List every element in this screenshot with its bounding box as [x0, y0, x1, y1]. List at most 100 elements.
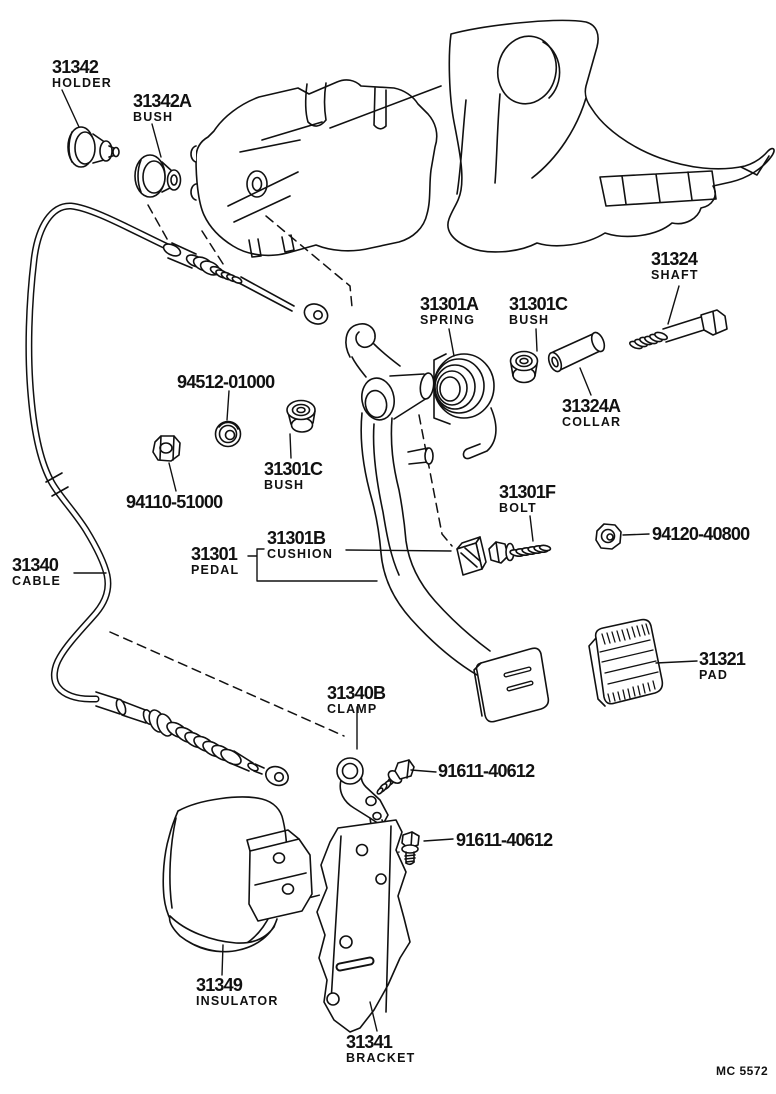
- part-number: 31321: [699, 649, 746, 669]
- part-name: CUSHION: [267, 547, 334, 561]
- label-94120: 94120-40800: [652, 524, 750, 544]
- figure-code: MC 5572: [716, 1064, 769, 1078]
- leader-line: [168, 462, 177, 492]
- label-31349: 31349 INSULATOR: [196, 976, 279, 1008]
- leader-line: [247, 548, 378, 582]
- part-name: CLAMP: [327, 702, 378, 716]
- part-name: BOLT: [499, 501, 537, 515]
- label-31340: 31340 CABLE: [12, 556, 61, 588]
- label-31324: 31324 SHAFT: [651, 250, 699, 282]
- clamp-31340b-drawing: [336, 757, 389, 832]
- label-91611-upper: 91611-40612: [438, 761, 535, 781]
- leader-line: [151, 123, 162, 158]
- leader-line: [226, 390, 230, 421]
- label-31301a: 31301A SPRING: [420, 294, 479, 327]
- firewall-assembly-drawing: [190, 19, 775, 258]
- leader-line: [535, 328, 538, 352]
- leader-line: [289, 433, 292, 459]
- cable-adjuster: [162, 242, 329, 325]
- part-name: BUSH: [264, 478, 305, 492]
- label-31341: 31341 BRACKET: [346, 1033, 416, 1065]
- part-number: 31324: [651, 249, 698, 269]
- part-name: BUSH: [133, 110, 174, 124]
- label-31324a: 31324A COLLAR: [562, 397, 621, 429]
- part-name: BUSH: [509, 313, 550, 327]
- label-31321: 31321 PAD: [699, 649, 746, 682]
- bracket-31341-drawing: [316, 819, 411, 1033]
- part-name: PEDAL: [191, 563, 240, 577]
- bolt-91611-lower-drawing: [401, 831, 420, 866]
- part-name: BRACKET: [346, 1051, 416, 1065]
- part-number: 31301C: [264, 459, 323, 479]
- dashed-line: [201, 230, 226, 268]
- label-31301f: 31301F BOLT: [499, 482, 556, 515]
- part-number: 31340B: [327, 683, 386, 703]
- leader-line: [61, 89, 80, 128]
- shaft-31324-drawing: [629, 309, 728, 350]
- part-number: 31301A: [420, 294, 479, 314]
- leader-line: [579, 367, 592, 396]
- part-number: 31301F: [499, 482, 556, 502]
- cushion-31301b-drawing: [456, 536, 487, 576]
- pedal-31301-drawing: [345, 323, 550, 723]
- leader-line: [423, 838, 454, 842]
- dashed-line: [265, 215, 353, 308]
- leader-line: [448, 328, 455, 357]
- pad-31321-drawing: [588, 618, 664, 707]
- part-number: 31341: [346, 1032, 393, 1052]
- label-31301c-upper: 31301C BUSH: [509, 294, 568, 327]
- part-number: 31349: [196, 975, 243, 995]
- collar-31324a-drawing: [547, 331, 606, 373]
- part-number: 94120-40800: [652, 524, 750, 544]
- leader-line: [529, 515, 534, 542]
- part-number: 94110-51000: [126, 492, 223, 512]
- nut-94110-drawing: [152, 435, 181, 462]
- bush-31342a-drawing: [134, 154, 182, 198]
- dashed-line: [147, 204, 172, 247]
- part-number: 31340: [12, 555, 59, 575]
- part-number: 91611-40612: [456, 830, 553, 850]
- part-name: SPRING: [420, 313, 476, 327]
- part-number: 31301C: [509, 294, 568, 314]
- leader-line: [369, 1001, 378, 1032]
- grommet-94512-drawing: [214, 420, 242, 448]
- leader-line: [345, 549, 452, 552]
- leader-lines: [61, 89, 698, 1032]
- leader-line: [667, 285, 680, 325]
- part-number: 31301B: [267, 528, 326, 548]
- label-91611-lower: 91611-40612: [456, 830, 553, 850]
- part-name: INSULATOR: [196, 994, 279, 1008]
- label-94512: 94512-01000: [177, 372, 275, 392]
- leader-line: [410, 769, 437, 773]
- nut-94120-drawing: [595, 523, 622, 550]
- label-31301: 31301 PEDAL: [191, 545, 239, 577]
- insulator-31349-drawing: [162, 796, 313, 953]
- part-name: HOLDER: [52, 76, 112, 90]
- dashed-line: [418, 414, 453, 547]
- part-number: 91611-40612: [438, 761, 535, 781]
- part-number: 31342A: [133, 91, 192, 111]
- cable-lower-end: [95, 691, 289, 787]
- bolt-91611-upper-drawing: [376, 759, 415, 795]
- leader-line: [221, 944, 224, 976]
- dashed-line: [109, 631, 345, 737]
- label-94110: 94110-51000: [126, 492, 223, 512]
- bush-31301c-upper-drawing: [509, 350, 539, 384]
- part-number: 31301: [191, 544, 238, 564]
- bolt-31301f-drawing: [488, 541, 552, 564]
- label-31342: 31342 HOLDER: [52, 58, 112, 90]
- label-31301b: 31301B CUSHION: [267, 529, 333, 561]
- part-number: 31342: [52, 57, 99, 77]
- bush-31301c-left-drawing: [286, 399, 316, 433]
- leader-line: [655, 660, 698, 664]
- leader-line: [622, 533, 650, 536]
- label-31301c-left: 31301C BUSH: [264, 459, 323, 492]
- part-name: SHAFT: [651, 268, 699, 282]
- part-name: CABLE: [12, 574, 62, 588]
- clutch-cable-drawing: [25, 202, 329, 787]
- part-name: PAD: [699, 668, 729, 682]
- part-number: 94512-01000: [177, 372, 275, 392]
- label-31342a: 31342A BUSH: [133, 91, 192, 124]
